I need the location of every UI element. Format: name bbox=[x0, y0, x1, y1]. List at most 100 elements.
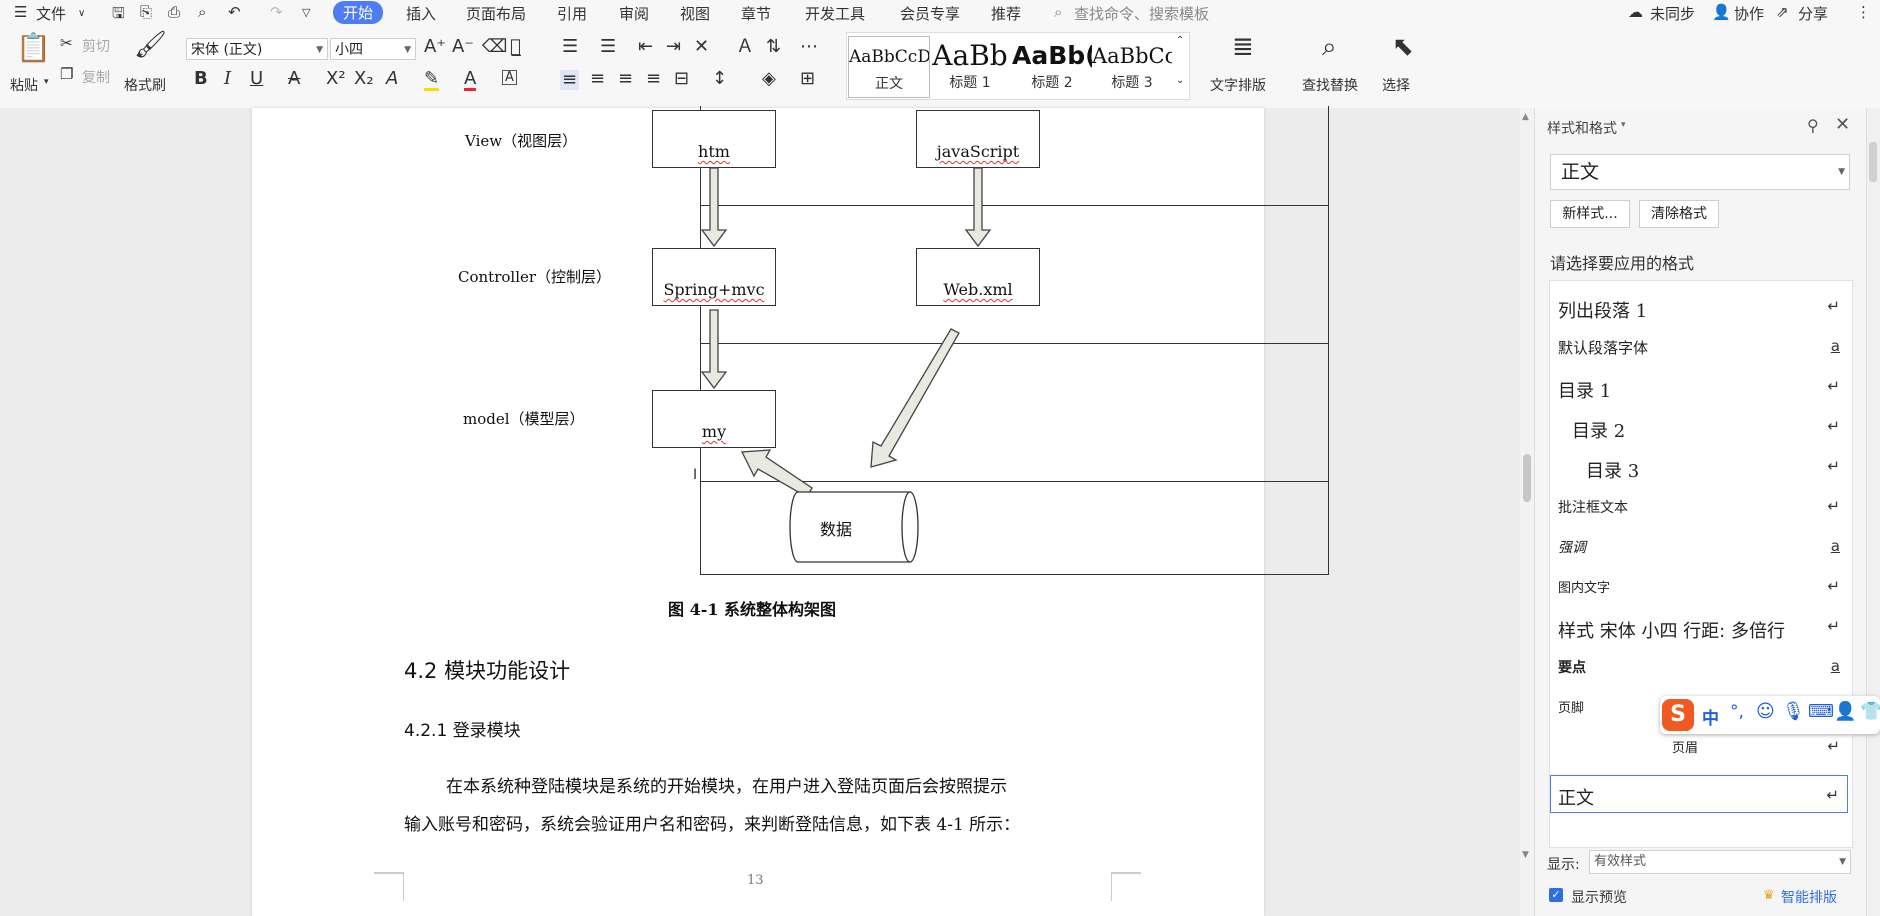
style-item-list-paragraph[interactable]: 列出段落 1↵ bbox=[1558, 287, 1848, 325]
tab-member[interactable]: 会员专享 bbox=[900, 5, 961, 23]
underline-icon[interactable]: U bbox=[250, 68, 264, 89]
skin-icon[interactable]: 👕 bbox=[1860, 701, 1880, 722]
scroll-down-icon[interactable]: ▼ bbox=[1522, 850, 1529, 860]
align-left-icon[interactable]: ≡ bbox=[560, 69, 580, 90]
highlight-icon[interactable]: ✎ bbox=[424, 68, 440, 91]
show-preview-checkbox[interactable]: ✓ bbox=[1549, 888, 1563, 902]
select-button[interactable]: 选择 bbox=[1382, 78, 1410, 94]
scroll-thumb[interactable] bbox=[1523, 454, 1531, 502]
keyboard-icon[interactable]: ⌨ bbox=[1808, 701, 1834, 722]
italic-icon[interactable]: I bbox=[224, 68, 232, 89]
export-icon[interactable]: ⎘ bbox=[140, 3, 153, 21]
format-painter-button[interactable]: 格式刷 bbox=[124, 78, 166, 94]
collab-button[interactable]: 协作 bbox=[1734, 5, 1765, 23]
style-normal[interactable]: AaBbCcDc 正文 bbox=[848, 36, 930, 98]
show-marks-icon[interactable]: ⋯ bbox=[800, 36, 818, 57]
panel-title-chevron-icon[interactable]: ▾ bbox=[1621, 120, 1626, 130]
paste-dropdown-icon[interactable]: ▾ bbox=[44, 77, 49, 87]
align-right-icon[interactable]: ≡ bbox=[618, 68, 634, 89]
tab-page-layout[interactable]: 页面布局 bbox=[466, 5, 527, 23]
close-icon[interactable]: ✕ bbox=[1835, 114, 1851, 135]
text-effect-icon[interactable]: A bbox=[386, 68, 399, 89]
gallery-more-icon[interactable]: ⌄ bbox=[1176, 75, 1185, 86]
bold-icon[interactable]: B bbox=[194, 68, 208, 89]
increase-indent-icon[interactable]: ⇥ bbox=[666, 36, 682, 57]
char-border-icon[interactable]: A bbox=[502, 70, 517, 85]
style-heading-3[interactable]: AaBbCc 标题 3 bbox=[1092, 36, 1172, 96]
undo-icon[interactable]: ↶ bbox=[228, 3, 241, 21]
save-icon[interactable]: 🖫 bbox=[112, 4, 125, 22]
chinese-layout-icon[interactable]: ✕ bbox=[694, 36, 710, 57]
grow-font-icon[interactable]: A⁺ bbox=[424, 36, 446, 57]
ime-mode-toggle[interactable]: 中 bbox=[1702, 709, 1719, 729]
tab-home[interactable]: 开始 bbox=[333, 1, 384, 24]
sogou-logo-icon[interactable]: S bbox=[1662, 699, 1694, 731]
paste-icon[interactable]: 📋 bbox=[16, 31, 51, 64]
copy-button[interactable]: 复制 bbox=[82, 70, 110, 86]
command-search-input[interactable]: 查找命令、搜索模板 bbox=[1074, 5, 1210, 23]
text-layout-icon[interactable]: ≣ bbox=[1232, 32, 1254, 62]
align-center-icon[interactable]: ≡ bbox=[590, 68, 606, 89]
scroll-up-icon[interactable]: ▲ bbox=[1522, 112, 1529, 122]
shrink-font-icon[interactable]: A⁻ bbox=[452, 36, 474, 57]
cut-button[interactable]: 剪切 bbox=[82, 39, 110, 55]
sort-icon[interactable]: ⇅ bbox=[766, 36, 782, 57]
style-item-comment-text[interactable]: 批注框文本↵ bbox=[1558, 487, 1848, 525]
file-menu[interactable]: 文件 bbox=[36, 5, 67, 23]
font-size-select[interactable]: 小四▼ bbox=[330, 38, 416, 60]
share-button[interactable]: 分享 bbox=[1798, 5, 1829, 23]
print-preview-icon[interactable]: ⌕ bbox=[198, 3, 207, 21]
style-item-normal-selected[interactable]: 正文↵ bbox=[1550, 775, 1848, 813]
distributed-align-icon[interactable]: ⊟ bbox=[674, 68, 690, 89]
tab-developer[interactable]: 开发工具 bbox=[805, 5, 866, 23]
clear-format-button[interactable]: 清除格式 bbox=[1639, 200, 1719, 228]
strikethrough-icon[interactable]: A bbox=[288, 68, 301, 89]
more-icon[interactable]: ⋮ bbox=[1856, 3, 1871, 21]
smart-layout-button[interactable]: 智能排版 bbox=[1781, 890, 1837, 906]
eraser-icon[interactable]: ⌫ bbox=[482, 36, 508, 57]
document-scrollbar[interactable]: ▲ ▼ bbox=[1520, 108, 1534, 916]
current-style-select[interactable]: 正文▼ bbox=[1550, 154, 1850, 190]
magnifier-icon[interactable]: ⌕ bbox=[1322, 32, 1337, 62]
superscript-icon[interactable]: X² bbox=[326, 68, 346, 89]
text-direction-icon[interactable]: Ａ bbox=[736, 36, 754, 57]
redo-icon[interactable]: ↷ bbox=[270, 3, 283, 21]
emoji-icon[interactable]: ☺ bbox=[1756, 701, 1775, 722]
cursor-select-icon[interactable]: ⬉ bbox=[1392, 32, 1414, 62]
tab-references[interactable]: 引用 bbox=[557, 5, 588, 23]
numbered-list-icon[interactable]: ☰ bbox=[600, 36, 617, 57]
pin-icon[interactable]: ⚲ bbox=[1807, 116, 1819, 135]
text-layout-button[interactable]: 文字排版 bbox=[1210, 78, 1266, 94]
style-heading-1[interactable]: AaBb 标题 1 bbox=[930, 36, 1010, 96]
new-style-button[interactable]: 新样式... bbox=[1550, 200, 1630, 228]
subscript-icon[interactable]: X₂ bbox=[354, 68, 374, 89]
phonetic-guide-icon[interactable]: 文̲ bbox=[510, 36, 521, 57]
style-item-toc-1[interactable]: 目录 1↵ bbox=[1558, 367, 1848, 405]
hamburger-icon[interactable]: ☰ bbox=[14, 3, 28, 21]
style-heading-2[interactable]: AaBb( 标题 2 bbox=[1012, 36, 1092, 96]
font-name-select[interactable]: 宋体 (正文)▼ bbox=[186, 38, 328, 60]
punctuation-icon[interactable]: °, bbox=[1730, 702, 1744, 722]
justify-icon[interactable]: ≡ bbox=[646, 68, 662, 89]
find-replace-button[interactable]: 查找替换 bbox=[1302, 78, 1358, 94]
side-tab-handle[interactable] bbox=[1869, 142, 1877, 182]
style-item-toc-2[interactable]: 目录 2↵ bbox=[1558, 407, 1848, 445]
document-page[interactable]: View（视图层） Controller（控制层） model（模型层） htm… bbox=[252, 106, 1329, 916]
tab-review[interactable]: 审阅 bbox=[619, 5, 650, 23]
style-item-toc-3[interactable]: 目录 3↵ bbox=[1558, 447, 1848, 485]
font-color-icon[interactable]: A bbox=[464, 68, 477, 91]
show-filter-select[interactable]: 有效样式▼ bbox=[1589, 850, 1851, 874]
bullet-list-icon[interactable]: ☰ bbox=[562, 36, 579, 57]
sync-status[interactable]: 未同步 bbox=[1650, 5, 1696, 23]
tab-recommend[interactable]: 推荐 bbox=[991, 5, 1022, 23]
style-item-songti-style[interactable]: 样式 宋体 小四 行距: 多倍行↵ bbox=[1558, 607, 1848, 645]
gallery-scroll-up-icon[interactable]: ⌃ bbox=[1176, 35, 1185, 46]
decrease-indent-icon[interactable]: ⇤ bbox=[638, 36, 654, 57]
tab-chapter[interactable]: 章节 bbox=[741, 5, 772, 23]
paste-button[interactable]: 粘贴 bbox=[10, 78, 38, 94]
shading-icon[interactable]: ◈ bbox=[762, 68, 776, 89]
line-spacing-icon[interactable]: ↕ bbox=[712, 68, 728, 89]
